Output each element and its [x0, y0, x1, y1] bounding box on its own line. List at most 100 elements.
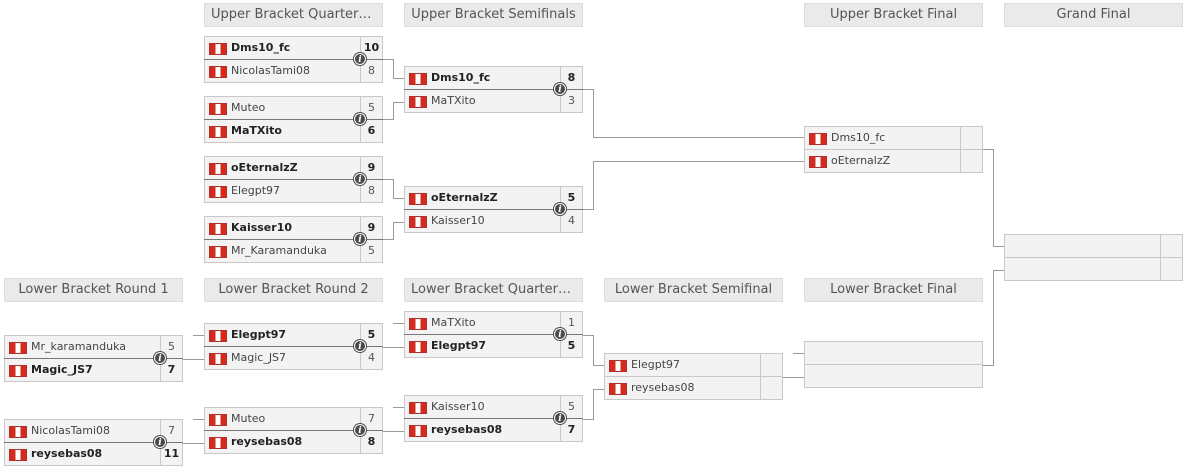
player-row[interactable]	[804, 341, 983, 365]
match-divider	[204, 430, 383, 431]
info-icon[interactable]: i	[354, 424, 366, 436]
peru-flag-icon	[209, 163, 227, 175]
peru-flag-icon	[209, 246, 227, 258]
info-icon[interactable]: i	[554, 328, 566, 340]
info-icon[interactable]: i	[554, 83, 566, 95]
match-lb-r2-2[interactable]: Muteo 7 reysebas08 8 i	[204, 407, 383, 455]
connector-line	[593, 161, 804, 162]
player-name: Mr_karamanduka	[31, 340, 126, 353]
player-row[interactable]: Elegpt97 8	[204, 179, 383, 203]
player-name: Kaisser10	[231, 221, 293, 234]
connector-line	[593, 389, 594, 420]
connector-line	[383, 59, 394, 60]
player-name: Elegpt97	[431, 339, 487, 352]
player-score: 8	[360, 431, 382, 453]
player-name: Muteo	[231, 101, 266, 114]
header-lower-bracket-semifinal: Lower Bracket Semifinal	[604, 278, 783, 302]
match-grand-final[interactable]	[1004, 234, 1183, 282]
player-score: 1	[560, 312, 582, 334]
player-score: 8	[560, 67, 582, 89]
peru-flag-icon	[409, 402, 427, 414]
player-score	[1160, 258, 1182, 280]
match-lb-qf-2[interactable]: Kaisser10 5 reysebas08 7 i	[404, 395, 583, 443]
player-score: 10	[360, 37, 382, 59]
connector-line	[393, 59, 394, 79]
info-icon[interactable]: i	[354, 340, 366, 352]
player-row[interactable]: Elegpt97 5	[204, 323, 383, 347]
info-icon[interactable]: i	[154, 352, 166, 364]
player-row[interactable]	[1004, 234, 1183, 258]
player-name: Dms10_fc	[431, 71, 491, 84]
match-ub-qf-2[interactable]: Muteo 5 MaTXito 6 i	[204, 96, 383, 144]
player-row[interactable]: Kaisser10 5	[404, 395, 583, 419]
peru-flag-icon	[209, 103, 227, 115]
player-row[interactable]: oEternalzZ	[804, 149, 983, 173]
connector-line	[983, 149, 994, 150]
player-row[interactable]: Elegpt97	[604, 353, 783, 377]
player-row[interactable]: reysebas08 11	[4, 442, 183, 466]
player-row[interactable]: Dms10_fc 8	[404, 66, 583, 90]
info-icon[interactable]: i	[554, 412, 566, 424]
player-name: MaTXito	[431, 316, 476, 329]
player-row[interactable]: Kaisser10 9	[204, 216, 383, 240]
player-name: MaTXito	[231, 124, 282, 137]
connector-line	[393, 102, 404, 103]
peru-flag-icon	[609, 360, 627, 372]
player-name: Magic_JS7	[31, 363, 93, 376]
peru-flag-icon	[209, 43, 227, 55]
player-row[interactable]	[1004, 257, 1183, 281]
player-score: 5	[560, 335, 582, 357]
match-lb-qf-1[interactable]: MaTXito 1 Elegpt97 5 i	[404, 311, 583, 359]
match-lb-semifinal[interactable]: Elegpt97 reysebas08	[604, 353, 783, 401]
connector-line	[593, 89, 594, 138]
info-icon[interactable]: i	[354, 233, 366, 245]
connector-line	[393, 198, 404, 199]
info-icon[interactable]: i	[354, 173, 366, 185]
connector-line	[393, 102, 394, 120]
match-ub-qf-1[interactable]: Dms10_fc 10 NicolasTami08 8 i	[204, 36, 383, 84]
player-row[interactable]: Muteo 7	[204, 407, 383, 431]
player-name: Mr_Karamanduka	[231, 244, 327, 257]
player-row[interactable]: oEternalzZ 5	[404, 186, 583, 210]
match-divider	[4, 442, 183, 443]
match-divider	[404, 418, 583, 419]
player-row[interactable]: Magic_JS7 4	[204, 346, 383, 370]
info-icon[interactable]: i	[354, 113, 366, 125]
player-row[interactable]: oEternalzZ 9	[204, 156, 383, 180]
match-ub-qf-3[interactable]: oEternalzZ 9 Elegpt97 8 i	[204, 156, 383, 204]
match-ub-sf-2[interactable]: oEternalzZ 5 Kaisser10 4 i	[404, 186, 583, 234]
connector-line	[593, 161, 594, 210]
match-lb-r1-2[interactable]: NicolasTami08 7 reysebas08 11 i	[4, 419, 183, 467]
player-score: 5	[360, 324, 382, 346]
match-lb-r2-1[interactable]: Elegpt97 5 Magic_JS7 4 i	[204, 323, 383, 371]
match-lb-r1-1[interactable]: Mr_karamanduka 5 Magic_JS7 7 i	[4, 335, 183, 383]
match-lb-final[interactable]	[804, 341, 983, 389]
header-upper-bracket-final: Upper Bracket Final	[804, 3, 983, 27]
peru-flag-icon	[409, 73, 427, 85]
connector-line	[993, 270, 1004, 271]
match-ub-final[interactable]: Dms10_fc oEternalzZ	[804, 126, 983, 174]
player-name: reysebas08	[231, 435, 303, 448]
info-icon[interactable]: i	[554, 203, 566, 215]
player-row[interactable]: Mr_Karamanduka 5	[204, 239, 383, 263]
player-name: oEternalzZ	[831, 154, 891, 167]
match-ub-qf-4[interactable]: Kaisser10 9 Mr_Karamanduka 5 i	[204, 216, 383, 264]
connector-line	[583, 209, 594, 210]
peru-flag-icon	[409, 193, 427, 205]
player-score: 7	[160, 359, 182, 381]
info-icon[interactable]: i	[154, 436, 166, 448]
player-row[interactable]: Muteo 5	[204, 96, 383, 120]
peru-flag-icon	[209, 126, 227, 138]
connector-line	[583, 89, 594, 90]
peru-flag-icon	[209, 353, 227, 365]
player-row[interactable]: reysebas08	[604, 376, 783, 400]
player-row[interactable]: Dms10_fc 10	[204, 36, 383, 60]
match-ub-sf-1[interactable]: Dms10_fc 8 MaTXito 3 i	[404, 66, 583, 114]
header-upper-bracket-semifinals: Upper Bracket Semifinals	[404, 3, 583, 27]
player-row[interactable]: Dms10_fc	[804, 126, 983, 150]
info-icon[interactable]: i	[354, 53, 366, 65]
player-row[interactable]: Magic_JS7 7	[4, 358, 183, 382]
peru-flag-icon	[209, 66, 227, 78]
player-row[interactable]	[804, 364, 983, 388]
player-name: MaTXito	[431, 94, 476, 107]
